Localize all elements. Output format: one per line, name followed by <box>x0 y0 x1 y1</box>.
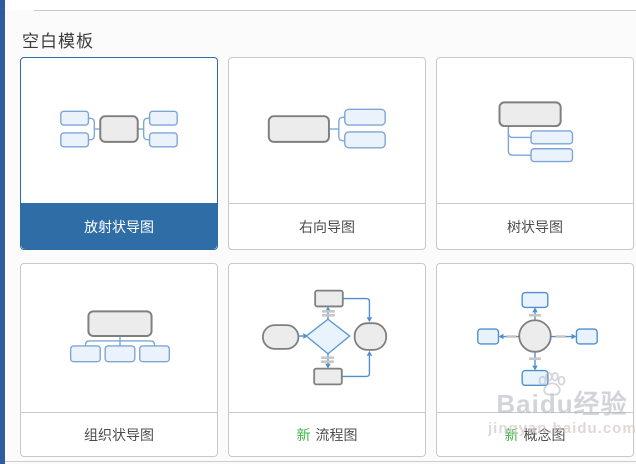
tree-map-thumbnail <box>437 58 633 203</box>
template-label-text: 树状导图 <box>507 218 563 235</box>
top-bar <box>5 0 636 10</box>
bottom-divider-line <box>5 461 636 462</box>
template-label-org-map: 组织状导图 <box>21 412 217 456</box>
radial-map-diagram <box>60 110 178 148</box>
template-card-org-map[interactable]: 组织状导图 <box>20 263 218 457</box>
org-map-thumbnail <box>21 264 217 412</box>
template-label-text: 右向导图 <box>299 218 355 235</box>
section-title: 空白模板 <box>22 32 94 51</box>
template-card-radial-map[interactable]: 放射状导图 <box>20 57 218 250</box>
template-label-radial-map: 放射状导图 <box>21 203 217 249</box>
template-label-text: 流程图 <box>315 426 358 443</box>
template-label-right-map: 右向导图 <box>229 203 425 249</box>
template-label-text: 组织状导图 <box>84 426 154 443</box>
template-label-text: 概念图 <box>523 426 566 443</box>
flowchart-thumbnail <box>229 264 425 412</box>
template-card-flowchart[interactable]: 新 流程图 <box>228 263 426 457</box>
org-map-diagram <box>69 310 171 363</box>
template-label-flowchart: 新 流程图 <box>229 412 425 456</box>
tree-map-diagram <box>498 101 574 163</box>
template-card-right-map[interactable]: 右向导图 <box>228 57 426 250</box>
left-accent-stripe <box>0 0 5 464</box>
template-label-text: 放射状导图 <box>84 218 154 235</box>
template-card-concept-map[interactable]: 新 概念图 <box>436 263 634 457</box>
template-label-concept-map: 新 概念图 <box>437 412 633 456</box>
template-label-tree-map: 树状导图 <box>437 203 633 249</box>
top-divider-line <box>34 10 636 11</box>
radial-map-thumbnail <box>21 58 217 203</box>
new-badge: 新 <box>296 426 311 443</box>
right-map-thumbnail <box>229 58 425 203</box>
concept-map-thumbnail <box>437 264 633 412</box>
new-badge: 新 <box>504 426 519 443</box>
flowchart-diagram <box>261 289 388 386</box>
template-card-tree-map[interactable]: 树状导图 <box>436 57 634 250</box>
concept-map-diagram <box>477 291 598 387</box>
right-map-diagram <box>267 108 386 149</box>
